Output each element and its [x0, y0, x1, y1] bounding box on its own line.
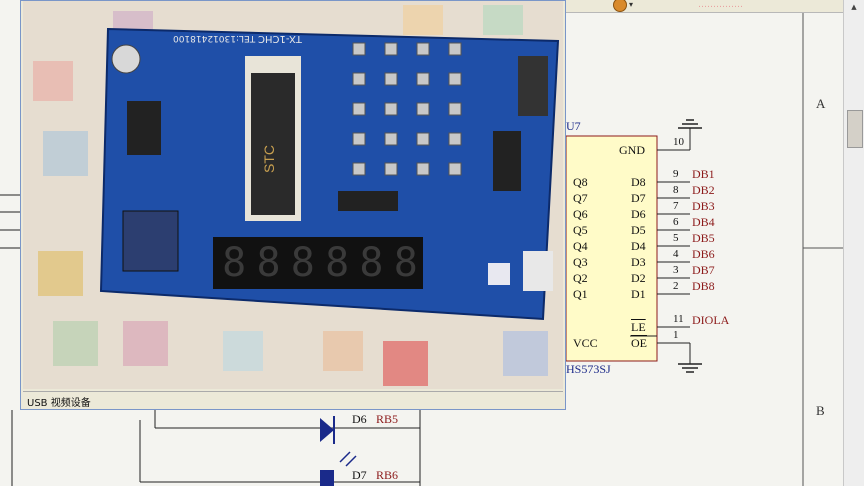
seven-segment-display: 8 8 8 8 8 8	[217, 237, 423, 289]
pin-number: 2	[673, 280, 679, 292]
seg-digit: 8	[256, 240, 281, 286]
net-label-diola: DIOLA	[692, 313, 730, 327]
pin-d8: D8	[631, 175, 646, 189]
pin-number: 6	[673, 216, 679, 228]
led-d7-net: RB6	[376, 468, 399, 482]
camera-feed: TEL:13012418100 TX-1CHC STC 8 8 8 8 8 8	[23, 1, 563, 389]
pin-oe: OE	[631, 336, 647, 350]
net-label: DB7	[692, 263, 715, 277]
board-tel-label: TEL:13012418100	[173, 33, 256, 43]
net-label: DB2	[692, 183, 715, 197]
chip-ref: U7	[566, 119, 581, 133]
pin-d5: D5	[631, 223, 646, 237]
camera-feed-image	[23, 1, 563, 389]
mcu-label: STC	[261, 145, 277, 173]
chevron-down-icon[interactable]: ▾	[629, 0, 634, 9]
seg-digit: 8	[290, 240, 315, 286]
seg-digit: 8	[222, 240, 247, 286]
pin-q5: Q5	[573, 223, 588, 237]
seg-digit: 8	[359, 240, 384, 286]
pin-d7: D7	[631, 191, 646, 205]
pin-number: 4	[673, 248, 679, 260]
net-label: DB1	[692, 167, 715, 181]
toolbar: ▾ ……………	[566, 0, 864, 13]
video-status-text: USB 视频设备	[27, 398, 91, 409]
pin-q7: Q7	[573, 191, 588, 205]
zone-label-a: A	[816, 96, 826, 111]
pin-number: 7	[673, 200, 679, 212]
pin-d1: D1	[631, 287, 646, 301]
pin-q8: Q8	[573, 175, 588, 189]
pin-d6: D6	[631, 207, 646, 221]
gnd-pin-number: 10	[673, 136, 684, 148]
net-label: DB8	[692, 279, 715, 293]
led-d7-ref: D7	[352, 468, 367, 482]
net-label: DB6	[692, 247, 715, 261]
oe-pin-number: 1	[673, 329, 679, 341]
pin-q1: Q1	[573, 287, 588, 301]
power-icon[interactable]	[613, 0, 627, 12]
chip-part: HS573SJ	[566, 362, 611, 376]
pin-vcc: VCC	[573, 336, 598, 350]
pin-q2: Q2	[573, 271, 588, 285]
net-label: DB3	[692, 199, 715, 213]
zone-label-b: B	[816, 403, 825, 418]
seg-digit: 8	[325, 240, 350, 286]
gnd-pin-label: GND	[619, 143, 645, 157]
usb-video-window[interactable]: TEL:13012418100 TX-1CHC STC 8 8 8 8 8 8 …	[20, 0, 566, 410]
net-label: DB5	[692, 231, 715, 245]
le-pin-number: 11	[673, 313, 684, 325]
led-d6-net: RB5	[376, 412, 399, 426]
pin-number: 9	[673, 168, 679, 180]
pin-le: LE	[631, 320, 646, 334]
pin-q4: Q4	[573, 239, 588, 253]
pin-q3: Q3	[573, 255, 588, 269]
toolbar-faded-text: ……………	[698, 0, 743, 10]
board-model-label: TX-1CHC	[258, 33, 302, 44]
net-label: DB4	[692, 215, 715, 229]
pin-number: 5	[673, 232, 679, 244]
led-d6-ref: D6	[352, 412, 367, 426]
vertical-scrollbar[interactable]: ▲	[843, 0, 864, 486]
scroll-up-icon[interactable]: ▲	[851, 3, 857, 11]
pin-d2: D2	[631, 271, 646, 285]
seg-digit: 8	[393, 240, 418, 286]
pin-number: 3	[673, 264, 679, 276]
pin-q6: Q6	[573, 207, 588, 221]
pin-number: 8	[673, 184, 679, 196]
pin-d4: D4	[631, 239, 646, 253]
pin-d3: D3	[631, 255, 646, 269]
video-status-bar: USB 视频设备	[23, 391, 563, 409]
scroll-thumb[interactable]	[847, 110, 863, 148]
